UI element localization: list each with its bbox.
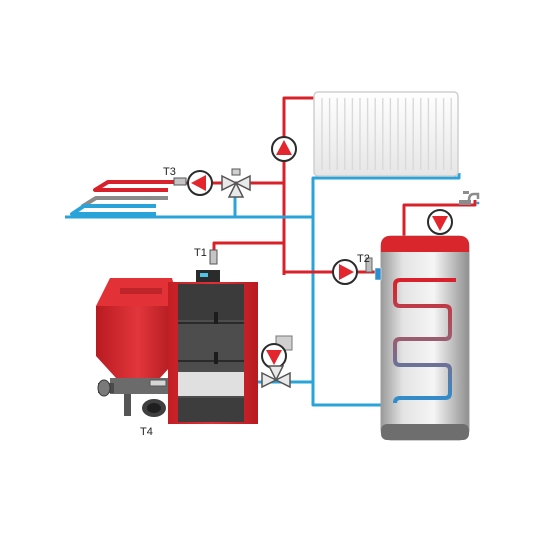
boiler-return-group xyxy=(261,335,293,389)
radiator-fins xyxy=(321,98,452,170)
tank-heating-coil xyxy=(393,278,456,404)
pump-dhw-circulation xyxy=(427,209,453,235)
three-way-valve-icon xyxy=(261,365,291,389)
radiator-return-pipe xyxy=(311,173,461,392)
pump-radiator xyxy=(271,136,297,162)
pump-floor-heating xyxy=(187,170,213,196)
pump-tank-charging xyxy=(332,259,358,285)
sensor-icon xyxy=(173,177,187,186)
floor-loop-blue xyxy=(70,204,156,216)
floor-loop-red xyxy=(93,180,186,192)
radiator xyxy=(313,91,459,177)
boiler-flow-pipe xyxy=(212,241,284,262)
label-t4: T4 xyxy=(140,426,153,438)
sensor-icon xyxy=(149,379,167,387)
label-t2: T2 xyxy=(357,253,370,265)
label-t3: T3 xyxy=(163,166,176,178)
tank-coil-return-pipe xyxy=(311,392,385,407)
three-way-valve-icon xyxy=(221,168,251,198)
pellet-boiler xyxy=(96,249,258,424)
floor-heating-loops xyxy=(70,180,186,216)
hot-water-tank xyxy=(365,235,470,441)
label-t1: T1 xyxy=(194,247,207,259)
tap-icon xyxy=(459,191,480,205)
sensor-icon xyxy=(209,249,218,265)
dhw-circulation-pipe xyxy=(402,200,477,240)
sensor-icon xyxy=(365,257,373,273)
